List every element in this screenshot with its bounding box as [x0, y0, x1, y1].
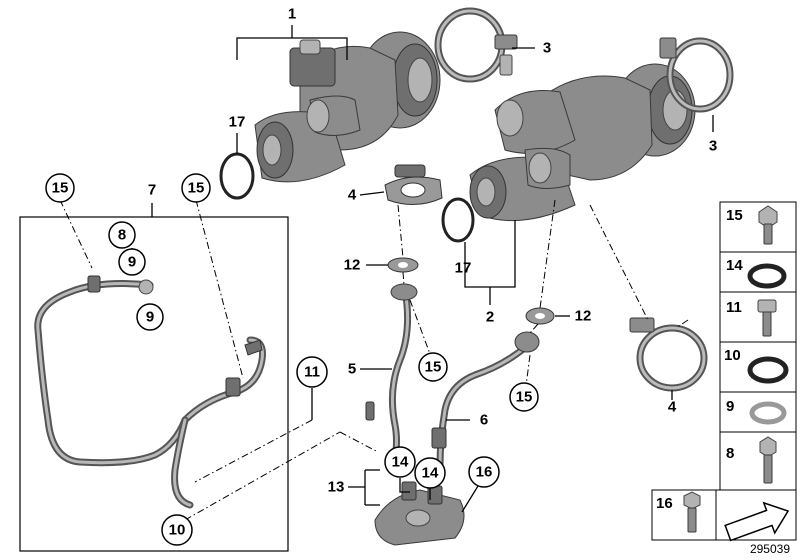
washer-icon — [749, 401, 787, 425]
svg-text:16: 16 — [656, 495, 673, 512]
legend-item-10: 10 — [719, 341, 797, 393]
callout-15-upper-middle: 15 — [181, 173, 211, 203]
svg-text:11: 11 — [726, 299, 742, 316]
svg-text:9: 9 — [726, 398, 734, 415]
callout-12-left: 12 — [344, 257, 361, 274]
oil-feed-line — [34, 275, 266, 509]
leader-lines — [59, 25, 714, 521]
o-ring-17-left — [219, 152, 255, 200]
legend-item-14: 14 — [719, 251, 797, 293]
hollow-bolt-icon — [759, 436, 777, 484]
svg-text:14: 14 — [422, 465, 439, 482]
svg-text:15: 15 — [726, 207, 743, 224]
callout-3-right: 3 — [709, 138, 717, 155]
svg-text:8: 8 — [726, 445, 734, 462]
callout-9-upper: 9 — [118, 248, 146, 276]
callout-9-lower: 9 — [136, 303, 164, 331]
svg-text:15: 15 — [516, 389, 533, 406]
callout-3-upper: 3 — [543, 40, 551, 57]
callout-7: 7 — [148, 182, 156, 199]
banjo-bolt-icon — [758, 205, 778, 245]
callout-14-right: 14 — [414, 457, 446, 489]
callout-15-line5: 15 — [418, 352, 448, 382]
callout-6: 6 — [480, 412, 488, 429]
v-band-clamp-upper-left — [434, 7, 518, 83]
turbocharger-right — [469, 63, 696, 222]
svg-text:15: 15 — [52, 180, 69, 197]
v-band-clamp-lower-right — [629, 317, 708, 392]
o-ring-icon — [747, 263, 787, 289]
legend-item-9: 9 — [719, 391, 797, 433]
svg-text:16: 16 — [476, 464, 493, 481]
svg-text:15: 15 — [425, 359, 442, 376]
callout-5: 5 — [348, 361, 356, 378]
callout-4-left: 4 — [348, 187, 357, 204]
svg-text:10: 10 — [724, 347, 741, 364]
legend-item-16: 16 — [651, 489, 797, 542]
v-band-clamp-upper-right — [659, 37, 734, 113]
diagram-number: 295039 — [750, 542, 790, 556]
callout-13: 13 — [328, 479, 345, 496]
callout-15-line6: 15 — [509, 382, 539, 412]
callout-17-left: 17 — [229, 114, 246, 131]
callout-4-right: 4 — [668, 399, 677, 416]
callout-8: 8 — [108, 221, 136, 249]
svg-text:9: 9 — [128, 254, 136, 271]
seal-ring-icon — [747, 356, 789, 384]
svg-text:11: 11 — [304, 364, 320, 381]
o-ring-17-right — [441, 197, 475, 243]
oil-drain-flange — [374, 481, 465, 546]
callout-10: 10 — [161, 514, 193, 546]
svg-text:14: 14 — [726, 257, 743, 274]
legend-item-11: 11 — [719, 291, 797, 343]
callout-14-left: 14 — [384, 446, 416, 478]
callout-17-right: 17 — [455, 260, 472, 277]
hex-socket-bolt-icon — [757, 299, 777, 337]
callout-1: 1 — [288, 6, 296, 23]
svg-text:10: 10 — [169, 522, 186, 539]
gasket-flange-left — [384, 164, 443, 205]
callout-15-upper-left: 15 — [45, 173, 75, 203]
flange-bolt-icon — [683, 491, 701, 533]
svg-text:14: 14 — [392, 454, 409, 471]
parts-legend: 15 14 11 10 — [651, 201, 797, 542]
oil-line-6 — [431, 331, 540, 469]
oil-line-kit-frame — [19, 216, 289, 552]
svg-text:15: 15 — [188, 180, 205, 197]
oil-line-5 — [365, 283, 418, 464]
callout-11: 11 — [296, 356, 328, 388]
legend-item-15: 15 — [719, 201, 797, 253]
legend-item-8: 8 — [719, 431, 797, 491]
direction-arrow-icon — [724, 501, 790, 542]
svg-text:9: 9 — [146, 309, 154, 326]
callout-16: 16 — [468, 456, 500, 488]
callout-12-right: 12 — [575, 308, 592, 325]
callout-2: 2 — [486, 309, 494, 326]
svg-text:8: 8 — [118, 227, 126, 244]
turbocharger-left — [254, 31, 441, 183]
